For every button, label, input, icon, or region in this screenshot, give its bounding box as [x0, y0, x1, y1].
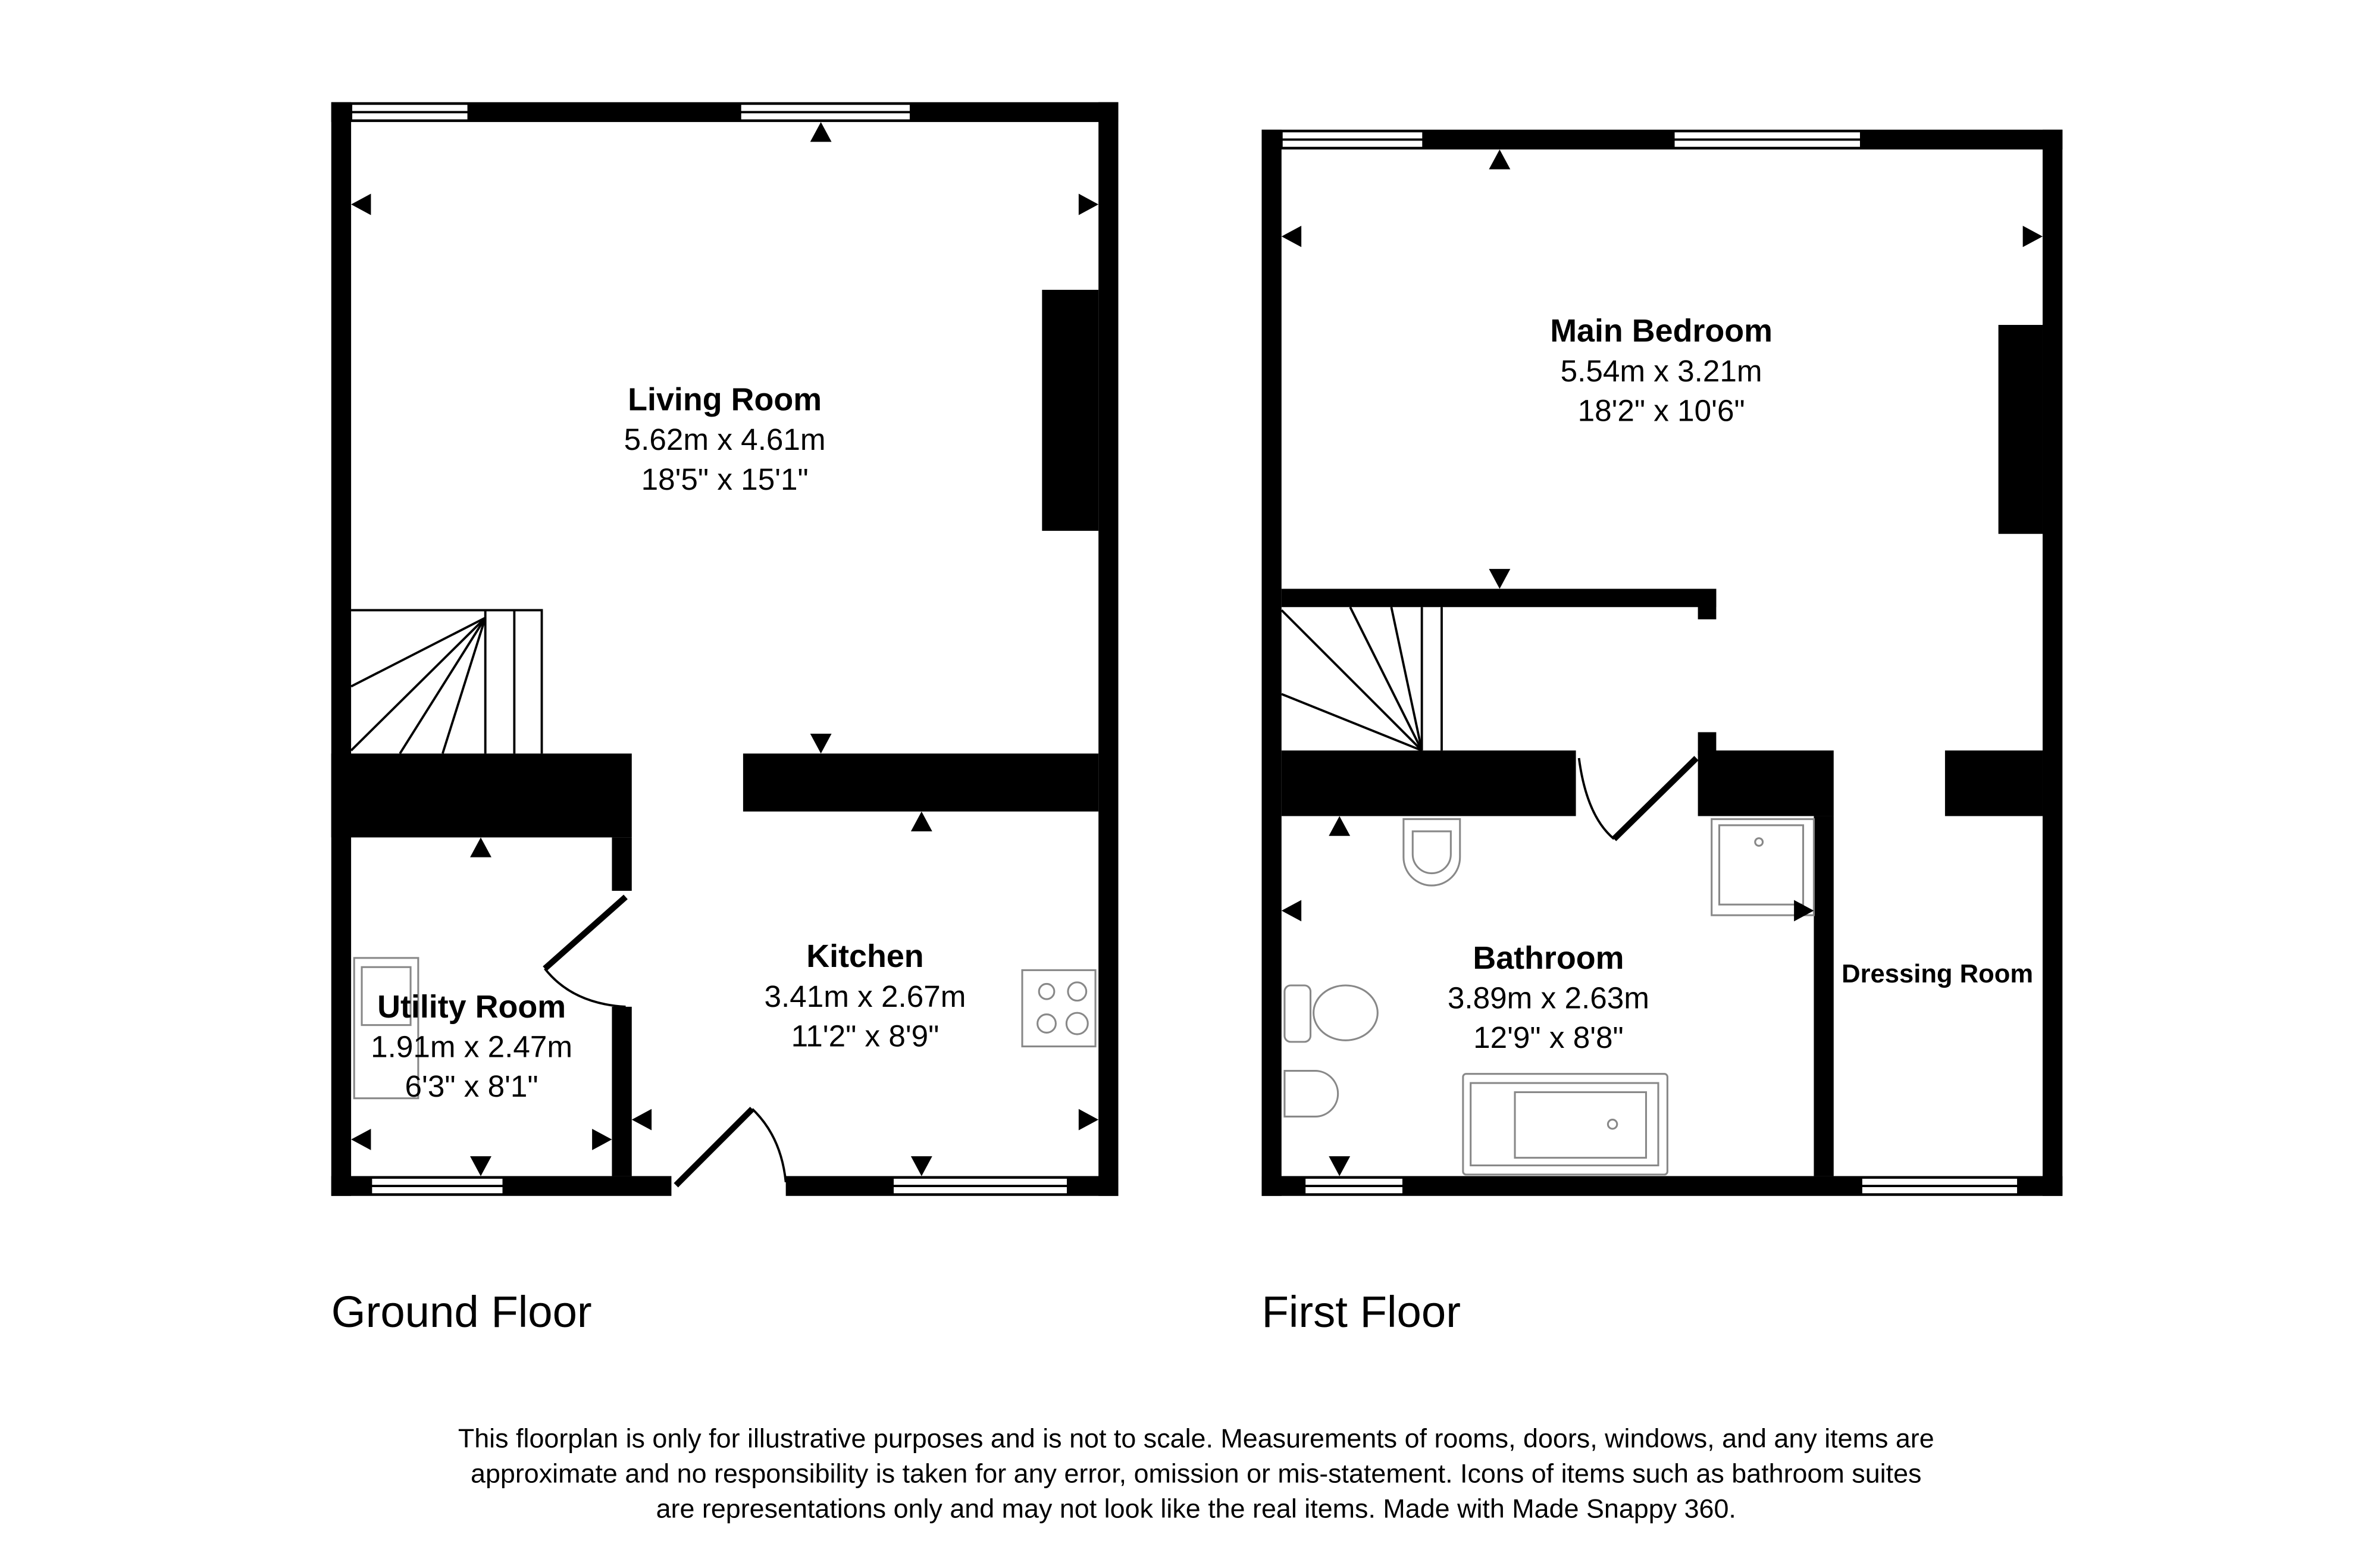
window — [350, 102, 1069, 1196]
disclaimer: This floorplan is only for illustrative … — [458, 1423, 1934, 1524]
washbasin-icon — [1402, 818, 1461, 887]
room-name: Bathroom — [1473, 940, 1624, 976]
chimney-breast — [1998, 325, 2043, 534]
window — [1280, 130, 2019, 1196]
door — [543, 894, 787, 1188]
room-imperial: 18'2" x 10'6" — [1578, 394, 1745, 428]
room-metric: 5.62m x 4.61m — [624, 422, 826, 456]
chimney-breast — [1042, 290, 1099, 531]
disclaimer-line: are representations only and may not loo… — [656, 1494, 1736, 1524]
room-name: Main Bedroom — [1550, 313, 1773, 349]
hob-icon — [1021, 969, 1097, 1048]
floor-label: First Floor — [1261, 1287, 1460, 1336]
room-imperial: 11'2" x 8'9" — [791, 1019, 940, 1053]
room-imperial: 6'3" x 8'1" — [405, 1069, 538, 1103]
room-name: Living Room — [628, 382, 822, 418]
room-name: Dressing Room — [1842, 960, 2033, 988]
room-metric: 5.54m x 3.21m — [1561, 354, 1762, 388]
disclaimer-line: approximate and no responsibility is tak… — [471, 1458, 1921, 1489]
room-living-room: Living Room 5.62m x 4.61m 18'5" x 15'1" — [624, 382, 826, 496]
door — [1577, 756, 1699, 841]
room-main-bedroom: Main Bedroom 5.54m x 3.21m 18'2" x 10'6" — [1550, 313, 1773, 427]
ground-floor-plan: Living Room 5.62m x 4.61m 18'5" x 15'1" … — [331, 102, 1119, 1336]
floor-label: Ground Floor — [331, 1287, 592, 1336]
room-name: Utility Room — [377, 989, 566, 1025]
first-floor-plan: Main Bedroom 5.54m x 3.21m 18'2" x 10'6"… — [1261, 129, 2063, 1336]
room-metric: 1.91m x 2.47m — [371, 1029, 572, 1063]
measurement-arrows — [1281, 149, 2043, 1176]
bath-icon — [1462, 1073, 1668, 1176]
bidet-icon — [1283, 1070, 1339, 1118]
sink-icon — [353, 957, 419, 1100]
measurement-arrows — [351, 122, 1099, 1176]
staircase — [350, 609, 543, 755]
room-kitchen: Kitchen 3.41m x 2.67m 11'2" x 8'9" — [764, 938, 966, 1053]
room-utility-room: Utility Room 1.91m x 2.47m 6'3" x 8'1" — [371, 989, 572, 1103]
room-name: Kitchen — [806, 938, 923, 974]
toilet-icon — [1283, 984, 1379, 1043]
room-imperial: 18'5" x 15'1" — [641, 462, 809, 496]
room-metric: 3.41m x 2.67m — [764, 979, 966, 1013]
staircase — [1280, 606, 1443, 752]
room-bathroom: Bathroom 3.89m x 2.63m 12'9" x 8'8" — [1448, 940, 1649, 1054]
shower-tray-icon — [1711, 818, 1815, 916]
room-metric: 3.89m x 2.63m — [1448, 981, 1649, 1015]
room-dressing-room: Dressing Room — [1842, 960, 2033, 988]
room-imperial: 12'9" x 8'8" — [1473, 1021, 1624, 1054]
disclaimer-line: This floorplan is only for illustrative … — [458, 1423, 1934, 1454]
